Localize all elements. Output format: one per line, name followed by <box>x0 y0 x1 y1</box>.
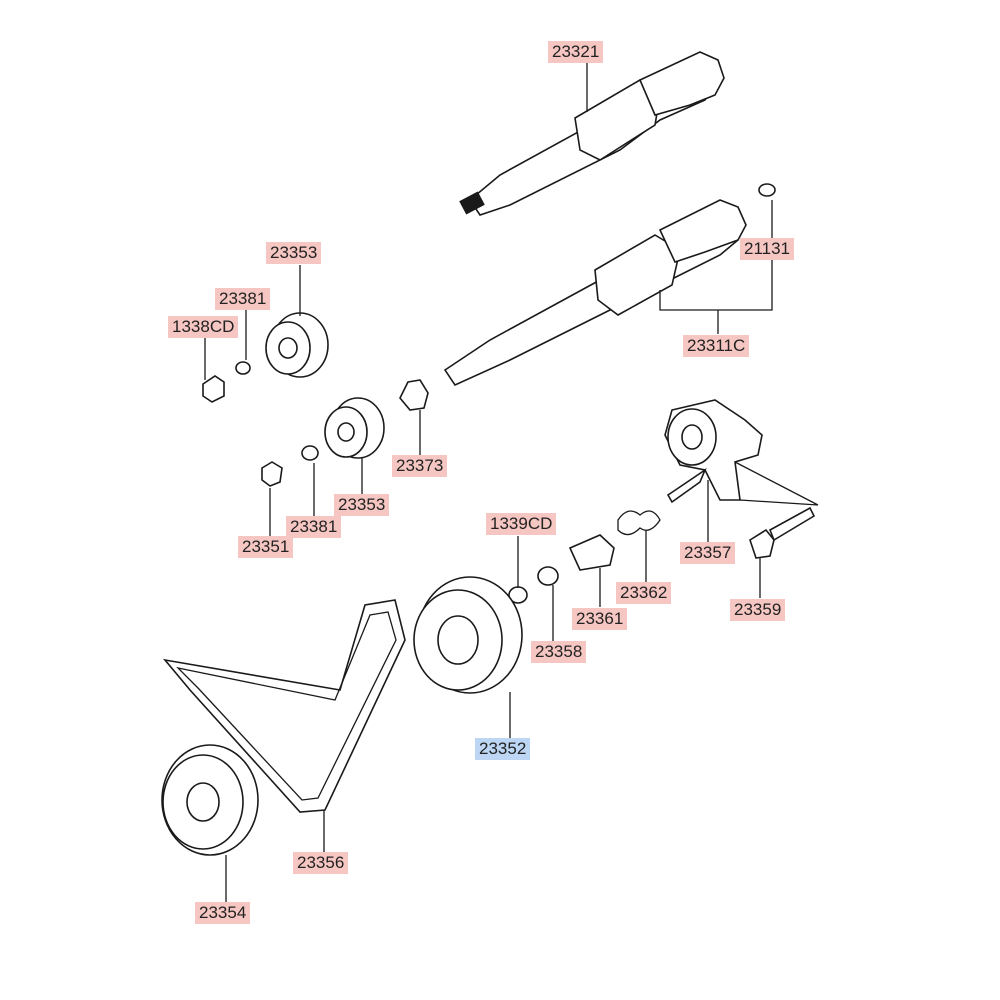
callout-23359[interactable]: 23359 <box>730 599 786 621</box>
callout-23362[interactable]: 23362 <box>616 582 672 604</box>
tensioner-assembly <box>664 399 819 559</box>
timing-belt <box>162 599 406 813</box>
callout-23381-b[interactable]: 23381 <box>286 516 342 538</box>
camshaft-lower <box>443 183 776 387</box>
leader-lines <box>204 63 773 902</box>
callout-23381-a[interactable]: 23381 <box>215 288 271 310</box>
callout-23373[interactable]: 23373 <box>392 455 448 477</box>
callout-23356[interactable]: 23356 <box>293 852 349 874</box>
callout-23358[interactable]: 23358 <box>531 641 587 663</box>
callout-23353-b[interactable]: 23353 <box>334 494 390 516</box>
callout-1339cd[interactable]: 1339CD <box>486 513 557 535</box>
sprocket-23352 <box>413 576 523 694</box>
sprocket-middle <box>261 379 429 487</box>
callout-23353-a[interactable]: 23353 <box>266 242 322 264</box>
callout-23352[interactable]: 23352 <box>475 738 531 760</box>
crank-sprocket <box>161 744 259 856</box>
callout-23357[interactable]: 23357 <box>680 542 736 564</box>
callout-23311c[interactable]: 23311C <box>683 335 750 357</box>
callout-23351[interactable]: 23351 <box>238 536 294 558</box>
spring-and-washers <box>508 510 661 604</box>
callout-23361[interactable]: 23361 <box>572 608 628 630</box>
callout-23354[interactable]: 23354 <box>195 902 251 924</box>
callout-21131[interactable]: 21131 <box>740 238 795 260</box>
callout-1338cd[interactable]: 1338CD <box>168 316 239 338</box>
callout-23321[interactable]: 23321 <box>548 41 604 63</box>
camshaft-upper <box>459 51 725 216</box>
